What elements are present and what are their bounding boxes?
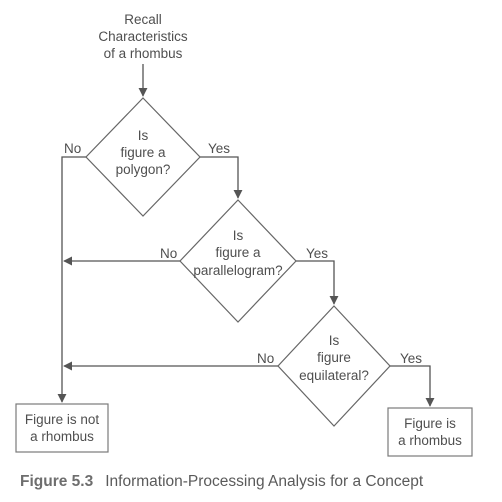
decision-parallelogram-no-label: No <box>160 246 177 261</box>
start-line-2: Characteristics <box>98 29 188 44</box>
decision-equilateral: Is figure equilateral? No Yes <box>257 305 422 427</box>
result-not-rhombus-line-2: a rhombus <box>30 429 94 444</box>
decision-equilateral-diamond <box>277 305 391 427</box>
result-rhombus-box <box>387 407 473 457</box>
connector-polygon-no <box>57 156 86 403</box>
decision-polygon-line-3: polygon? <box>116 162 171 177</box>
result-rhombus-line-1: Figure is <box>404 416 456 431</box>
decision-polygon-yes-label: Yes <box>208 141 230 156</box>
decision-equilateral-line-1: Is <box>329 333 340 348</box>
connector-parallelogram-yes <box>296 260 339 305</box>
decision-equilateral-line-2: figure <box>317 350 351 365</box>
decision-equilateral-yes-label: Yes <box>400 351 422 366</box>
decision-parallelogram-diamond <box>179 199 297 323</box>
decision-polygon-diamond <box>85 97 201 217</box>
figure-number: Figure 5.3 <box>20 473 94 490</box>
connector-polygon-yes <box>200 156 243 199</box>
flowchart-diagram: Recall Characteristics of a rhombus Is f… <box>15 12 473 457</box>
start-node: Recall Characteristics of a rhombus <box>98 12 188 61</box>
decision-polygon-no-label: No <box>64 141 81 156</box>
figure-caption-text: Information-Processing Analysis for a Co… <box>105 473 424 490</box>
decision-parallelogram-line-1: Is <box>233 228 244 243</box>
decision-polygon-line-2: figure a <box>120 145 166 160</box>
decision-polygon: Is figure a polygon? No Yes <box>64 97 230 217</box>
figure-caption: Figure 5.3 Information-Processing Analysi… <box>20 473 500 491</box>
decision-parallelogram: Is figure a parallelogram? No Yes <box>160 199 328 323</box>
decision-parallelogram-line-2: figure a <box>215 245 261 260</box>
decision-equilateral-line-3: equilateral? <box>299 368 369 383</box>
start-line-3: of a rhombus <box>104 46 183 61</box>
result-rhombus: Figure is a rhombus <box>387 407 473 457</box>
result-not-rhombus-line-1: Figure is not <box>25 412 100 427</box>
decision-equilateral-no-label: No <box>257 351 274 366</box>
decision-parallelogram-yes-label: Yes <box>306 246 328 261</box>
decision-parallelogram-line-3: parallelogram? <box>193 263 282 278</box>
result-rhombus-line-2: a rhombus <box>398 433 462 448</box>
result-not-rhombus: Figure is not a rhombus <box>15 403 109 453</box>
decision-polygon-line-1: Is <box>138 128 149 143</box>
result-not-rhombus-box <box>15 403 109 453</box>
start-line-1: Recall <box>124 12 162 27</box>
connector-equilateral-yes <box>390 365 435 407</box>
